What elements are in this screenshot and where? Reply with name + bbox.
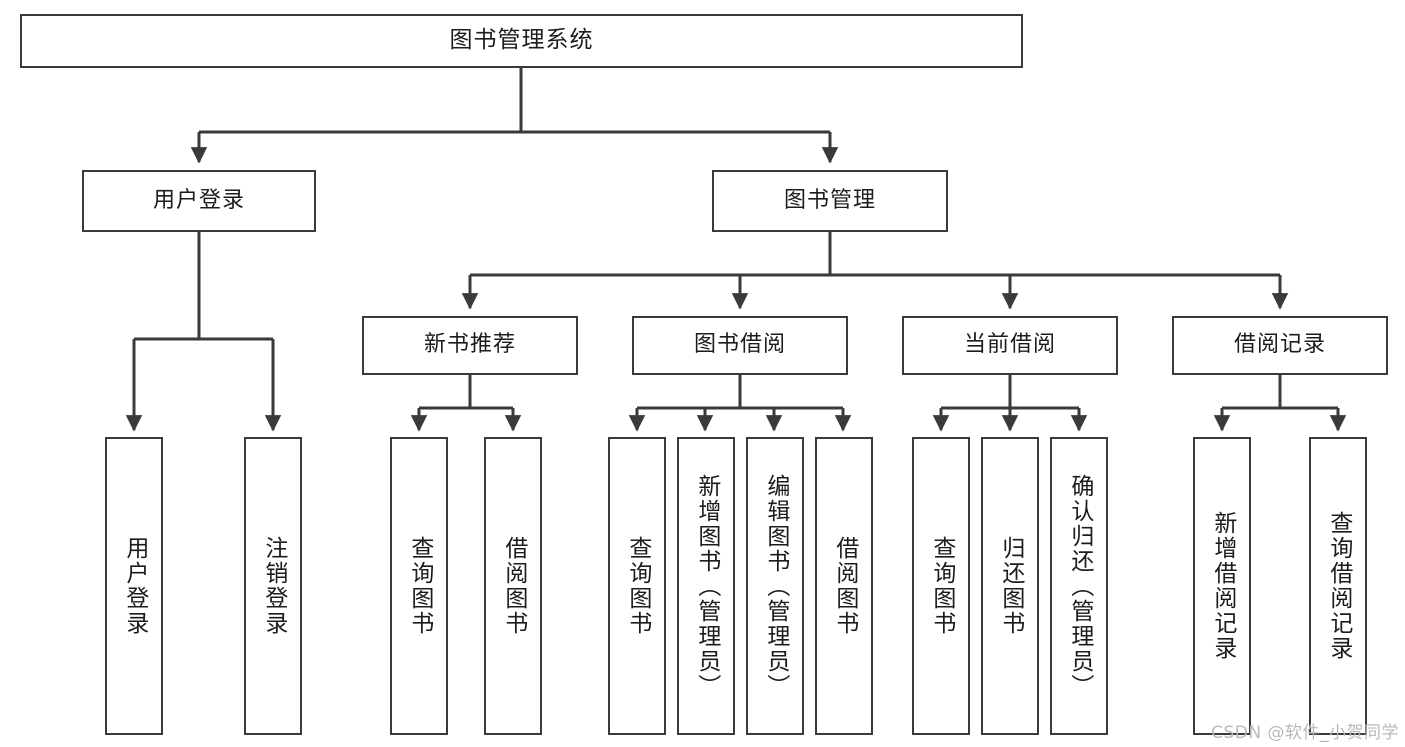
node-root[interactable]: 图书管理系统: [20, 14, 1023, 68]
node-leaf-add-book[interactable]: 新增图书（管理员）: [677, 437, 735, 735]
node-leaf-borrow-book-1-label: 借阅图书: [500, 536, 527, 636]
node-borrow-record-label: 借阅记录: [1233, 332, 1326, 358]
node-leaf-user-login[interactable]: 用户登录: [105, 437, 163, 735]
node-leaf-add-record[interactable]: 新增借阅记录: [1193, 437, 1251, 735]
node-root-label: 图书管理系统: [449, 27, 594, 54]
node-leaf-borrow-book-2-label: 借阅图书: [831, 536, 858, 636]
node-user-login[interactable]: 用户登录: [82, 170, 316, 232]
node-leaf-query-record[interactable]: 查询借阅记录: [1309, 437, 1367, 735]
node-borrow-record[interactable]: 借阅记录: [1172, 316, 1388, 375]
node-current-borrow-label: 当前借阅: [963, 332, 1056, 358]
node-book-borrow[interactable]: 图书借阅: [632, 316, 848, 375]
node-leaf-return-book-label: 归还图书: [997, 536, 1024, 636]
node-leaf-query-book-2-label: 查询图书: [624, 536, 651, 636]
node-leaf-query-book-3-label: 查询图书: [928, 536, 955, 636]
node-leaf-edit-book[interactable]: 编辑图书（管理员）: [746, 437, 804, 735]
node-leaf-query-book-1-label: 查询图书: [406, 536, 433, 636]
node-leaf-logout-login[interactable]: 注销登录: [244, 437, 302, 735]
node-leaf-borrow-book-1[interactable]: 借阅图书: [484, 437, 542, 735]
node-current-borrow[interactable]: 当前借阅: [902, 316, 1118, 375]
node-leaf-user-login-label: 用户登录: [121, 536, 148, 636]
node-new-book-recommend-label: 新书推荐: [423, 332, 516, 358]
node-leaf-confirm-return[interactable]: 确认归还（管理员）: [1050, 437, 1108, 735]
node-leaf-query-book-1[interactable]: 查询图书: [390, 437, 448, 735]
node-leaf-borrow-book-2[interactable]: 借阅图书: [815, 437, 873, 735]
node-leaf-logout-login-label: 注销登录: [260, 536, 287, 636]
node-leaf-add-book-label: 新增图书（管理员）: [693, 473, 720, 699]
watermark: CSDN @软件_小贺同学: [1211, 723, 1399, 743]
node-leaf-confirm-return-label: 确认归还（管理员）: [1066, 473, 1093, 699]
node-user-login-label: 用户登录: [152, 187, 245, 213]
node-leaf-query-book-3[interactable]: 查询图书: [912, 437, 970, 735]
node-leaf-query-book-2[interactable]: 查询图书: [608, 437, 666, 735]
node-book-borrow-label: 图书借阅: [693, 332, 786, 358]
node-leaf-return-book[interactable]: 归还图书: [981, 437, 1039, 735]
node-book-manage[interactable]: 图书管理: [712, 170, 948, 232]
node-new-book-recommend[interactable]: 新书推荐: [362, 316, 578, 375]
node-leaf-query-record-label: 查询借阅记录: [1325, 511, 1352, 661]
node-book-manage-label: 图书管理: [783, 187, 876, 213]
node-leaf-edit-book-label: 编辑图书（管理员）: [762, 473, 789, 699]
node-leaf-add-record-label: 新增借阅记录: [1209, 511, 1236, 661]
